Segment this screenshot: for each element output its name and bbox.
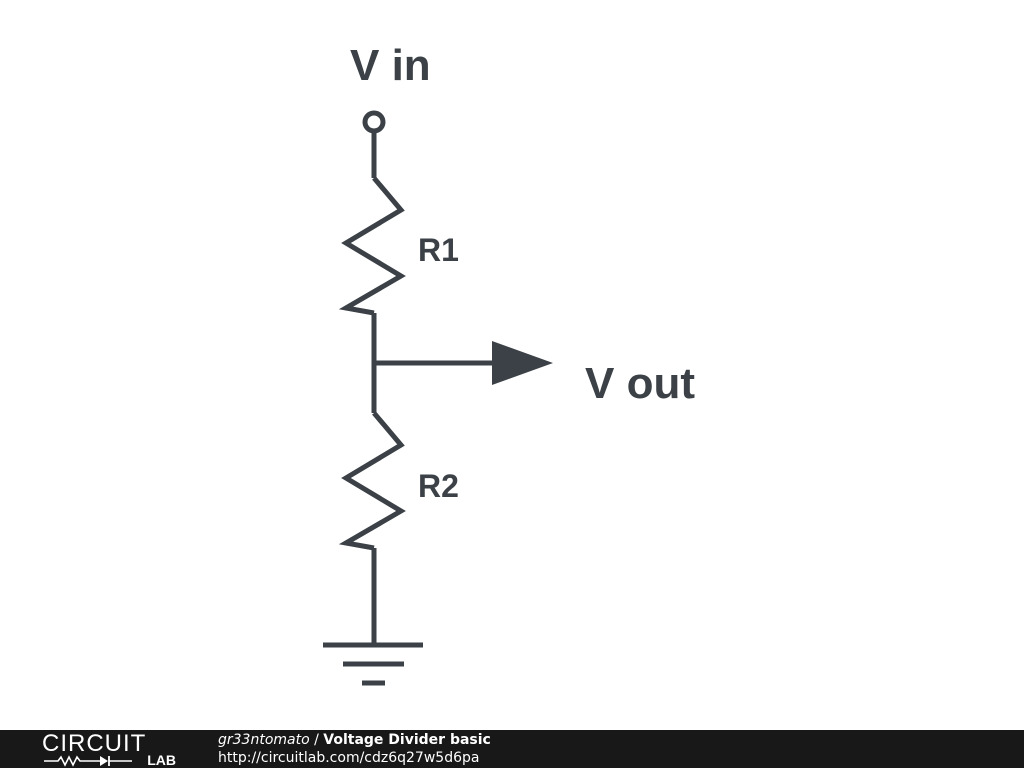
- logo-sub-wordmark: LAB: [147, 752, 176, 768]
- resistor-r1: [338, 176, 406, 316]
- circuit-credit: gr33ntomato / Voltage Divider basic: [218, 731, 491, 749]
- voltage-divider-schematic: V in R1 V out R2: [323, 41, 695, 686]
- resistor-r2: [338, 411, 406, 551]
- r1-label: R1: [418, 232, 459, 268]
- vout-label: V out: [585, 359, 695, 408]
- circuit-url[interactable]: http://circuitlab.com/cdz6q27w5d6pa: [218, 750, 480, 766]
- author-link[interactable]: gr33ntomato: [218, 732, 310, 748]
- r2-label: R2: [418, 468, 459, 504]
- footer-bar: CIRCUIT LAB gr33ntomato / Voltage Divide…: [0, 730, 1024, 768]
- vin-terminal-node: [362, 110, 386, 134]
- ground-icon: [323, 642, 423, 686]
- circuitlab-logo[interactable]: CIRCUIT LAB: [42, 730, 176, 768]
- logo-wordmark: CIRCUIT: [42, 730, 147, 757]
- vin-label: V in: [350, 41, 431, 90]
- circuit-title[interactable]: Voltage Divider basic: [323, 732, 491, 748]
- credit-separator: /: [309, 732, 324, 748]
- vout-arrow-icon: [492, 341, 553, 385]
- resistor-diode-logo-icon: [44, 755, 132, 767]
